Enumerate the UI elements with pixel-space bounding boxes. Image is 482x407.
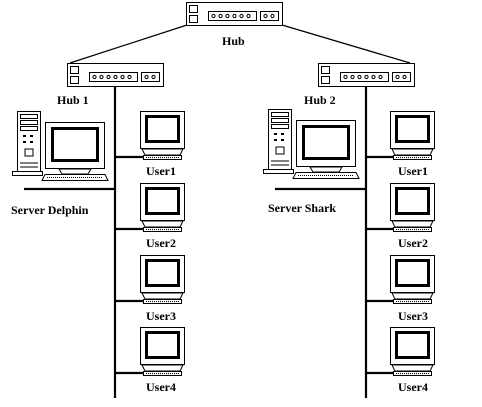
lan1-user4-label: User4 (146, 380, 176, 394)
server-2-device (263, 109, 360, 179)
lan1-user2-workstation (140, 183, 185, 232)
server-1-device (12, 111, 109, 181)
lan2-user2-workstation (390, 183, 435, 232)
lan1-user4-workstation (140, 327, 185, 376)
hub-2-label: Hub 2 (304, 93, 336, 107)
lan1-user3-workstation (140, 255, 185, 304)
lan2-user3-label: User3 (398, 309, 428, 323)
server-shark-label: Server Shark (268, 201, 337, 215)
lan1-user1-workstation (140, 111, 185, 160)
lan1-user2-label: User2 (146, 236, 176, 250)
lan2-user2-label: User2 (398, 236, 428, 250)
lan2-user1-workstation (390, 111, 435, 160)
server-delphin-label: Server Delphin (11, 203, 89, 217)
hub-1-label: Hub 1 (57, 93, 89, 107)
hub-label: Hub (222, 34, 245, 48)
lan2-user4-workstation (390, 327, 435, 376)
lan2-user1-label: User1 (398, 164, 428, 178)
lan1-user1-label: User1 (146, 164, 176, 178)
lan2-user4-label: User4 (398, 380, 428, 394)
hub-1-device (67, 63, 164, 87)
lan1-user3-label: User3 (146, 309, 176, 323)
lan2-user3-workstation (390, 255, 435, 304)
main-hub-device (186, 2, 283, 26)
hub-2-device (318, 63, 415, 87)
